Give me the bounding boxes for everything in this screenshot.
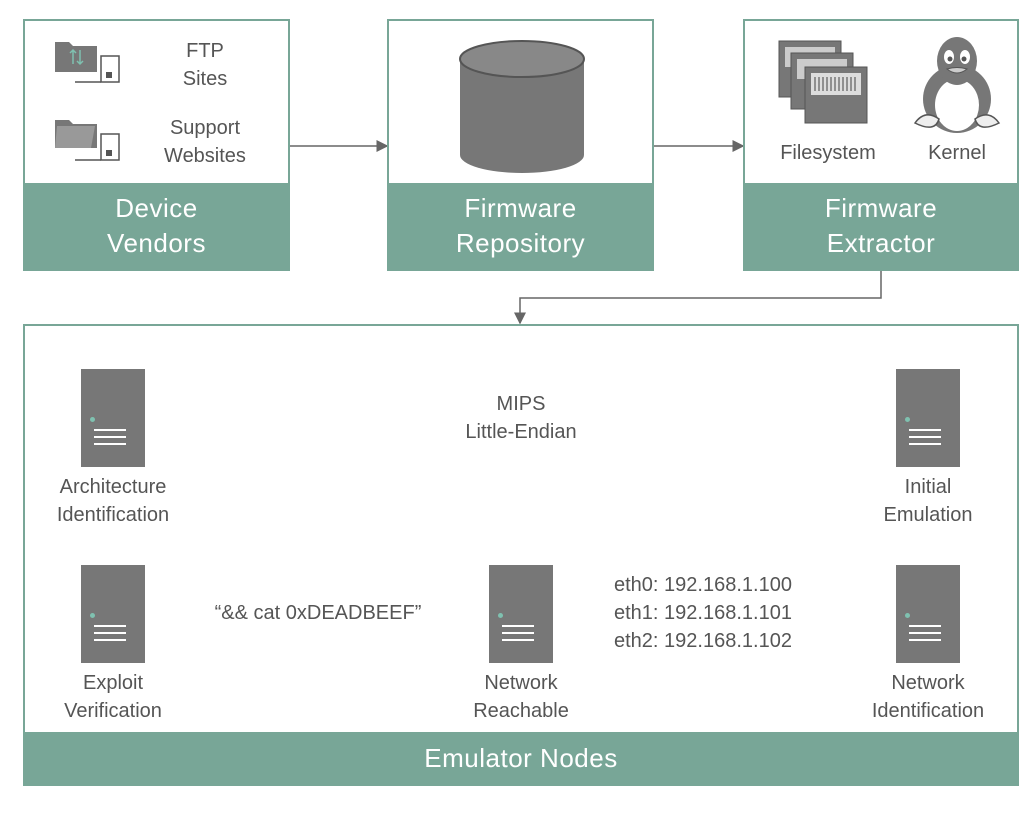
ftp-sites-label: FTP Sites [182,40,228,90]
server-exploit-icon [81,565,145,663]
exploit-command-label: “&& cat 0xDEADBEEF” [214,602,422,624]
server-initial-icon [896,369,960,467]
linux-penguin-icon [913,37,1001,133]
firmware-repository-title: Firmware Repository [389,183,652,269]
kernel-label: Kernel [928,142,986,164]
ip-address-0: eth0: 192.168.1.100 [614,574,792,596]
support-folder-icon [55,120,120,161]
architecture-result-label: MIPS Little-Endian [465,393,577,443]
network-identification-label: Network Identification [871,672,985,722]
database-icon [459,40,585,173]
ip-address-1: eth1: 192.168.1.101 [614,602,792,624]
device-vendors-title: Device Vendors [25,183,288,269]
server-netid-icon [896,565,960,663]
firmware-repository-box: Firmware Repository [387,19,654,271]
server-arch-icon [81,369,145,467]
initial-emulation-label: Initial Emulation [883,476,973,526]
firmware-extractor-box: Filesystem Kernel Firmware Extractor [743,19,1019,271]
architecture-identification-label: Architecture Identification [56,476,170,526]
firmware-extractor-title: Firmware Extractor [745,183,1017,269]
ftp-folder-icon [55,42,120,83]
emulator-nodes-box: Emulator Nodes [23,324,1019,786]
filesystem-icon [778,40,868,124]
exploit-verification-label: Exploit Verification [64,672,162,722]
ip-address-2: eth2: 192.168.1.102 [614,630,792,652]
server-reach-icon [489,565,553,663]
emulator-nodes-title: Emulator Nodes [25,732,1017,784]
filesystem-label: Filesystem [780,142,876,164]
arrow-extractor-to-emulator [514,271,882,325]
support-websites-label: Support Websites [164,117,246,167]
network-reachable-label: Network Reachable [473,672,569,722]
device-vendors-box: FTP Sites Support Websites Device Vendor… [23,19,290,271]
